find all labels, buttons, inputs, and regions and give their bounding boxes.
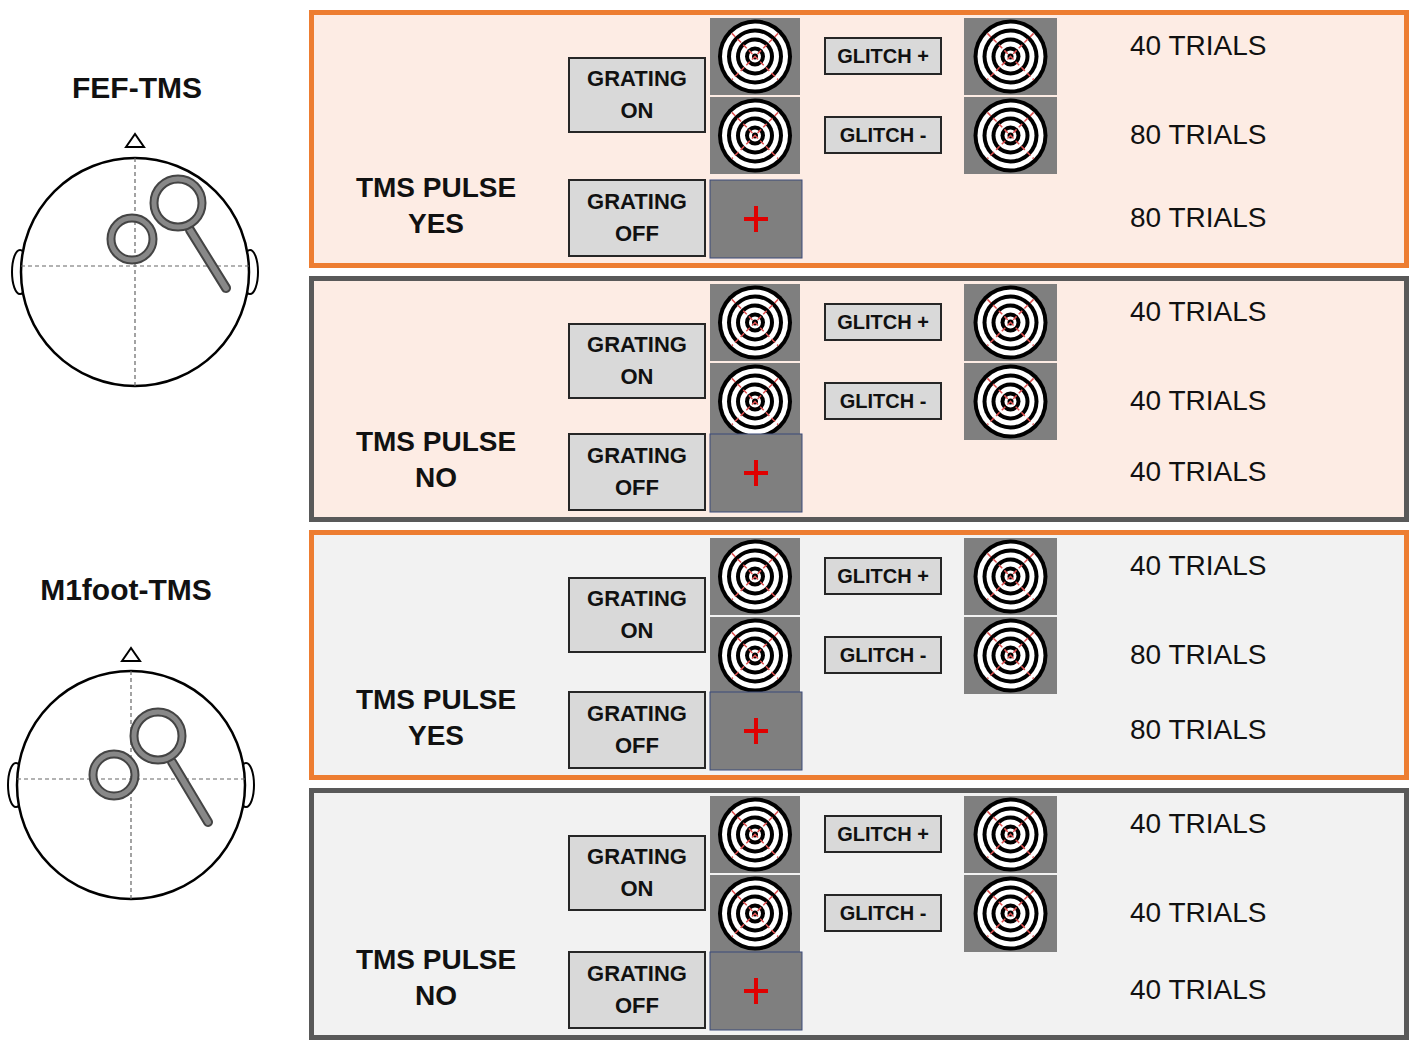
condition-panel: TMS PULSE NO 40 TRIALS 40 TRIALS 40 TRIALS G… bbox=[309, 788, 1409, 1040]
trial-count: 40 TRIALS bbox=[1130, 456, 1266, 488]
trial-count: 40 TRIALS bbox=[1130, 385, 1266, 417]
head-fef bbox=[12, 134, 258, 386]
glitch-box: GLITCH - bbox=[824, 894, 942, 932]
grating-box: GRATING OFF bbox=[568, 179, 706, 257]
glitch-box: GLITCH - bbox=[824, 382, 942, 420]
trial-count: 40 TRIALS bbox=[1130, 30, 1266, 62]
head-m1foot bbox=[8, 648, 254, 899]
box-label: GRATING ON bbox=[575, 329, 699, 393]
box-label: GRATING ON bbox=[575, 841, 699, 905]
grating-box: GRATING ON bbox=[568, 835, 706, 911]
glitch-box: GLITCH + bbox=[824, 303, 942, 341]
grating-box: GRATING OFF bbox=[568, 691, 706, 769]
box-label: GRATING OFF bbox=[575, 698, 699, 762]
head-illustrations bbox=[0, 0, 309, 1040]
trial-count: 40 TRIALS bbox=[1130, 296, 1266, 328]
trial-count: 40 TRIALS bbox=[1130, 974, 1266, 1006]
trial-count: 80 TRIALS bbox=[1130, 639, 1266, 671]
site-label: M1foot-TMS bbox=[40, 573, 212, 607]
glitch-box: GLITCH + bbox=[824, 557, 942, 595]
box-label: GLITCH + bbox=[837, 820, 929, 849]
grating-box: GRATING OFF bbox=[568, 951, 706, 1029]
tms-condition: TMS PULSE YES bbox=[341, 682, 531, 754]
box-label: GLITCH - bbox=[840, 899, 927, 928]
box-label: GRATING ON bbox=[575, 63, 699, 127]
trial-count: 80 TRIALS bbox=[1130, 119, 1266, 151]
box-label: GLITCH + bbox=[837, 42, 929, 71]
box-label: GRATING OFF bbox=[575, 958, 699, 1022]
glitch-box: GLITCH - bbox=[824, 116, 942, 154]
box-label: GLITCH - bbox=[840, 641, 927, 670]
trial-count: 40 TRIALS bbox=[1130, 550, 1266, 582]
box-label: GRATING ON bbox=[575, 583, 699, 647]
grating-box: GRATING OFF bbox=[568, 433, 706, 511]
box-label: GRATING OFF bbox=[575, 440, 699, 504]
site-label: FEF-TMS bbox=[72, 71, 202, 105]
tms-condition: TMS PULSE NO bbox=[341, 942, 531, 1014]
condition-panel: TMS PULSE YES 40 TRIALS 80 TRIALS 80 TRIALS… bbox=[309, 10, 1409, 268]
box-label: GLITCH - bbox=[840, 387, 927, 416]
trial-count: 80 TRIALS bbox=[1130, 202, 1266, 234]
trial-count: 80 TRIALS bbox=[1130, 714, 1266, 746]
glitch-box: GLITCH + bbox=[824, 815, 942, 853]
condition-panel: TMS PULSE YES 40 TRIALS 80 TRIALS 80 TRIALS… bbox=[309, 530, 1409, 780]
grating-box: GRATING ON bbox=[568, 57, 706, 133]
box-label: GRATING OFF bbox=[575, 186, 699, 250]
grating-box: GRATING ON bbox=[568, 323, 706, 399]
condition-panel: TMS PULSE NO 40 TRIALS 40 TRIALS 40 TRIALS G… bbox=[309, 276, 1409, 522]
box-label: GLITCH + bbox=[837, 308, 929, 337]
box-label: GLITCH - bbox=[840, 121, 927, 150]
box-label: GLITCH + bbox=[837, 562, 929, 591]
trial-count: 40 TRIALS bbox=[1130, 808, 1266, 840]
glitch-box: GLITCH - bbox=[824, 636, 942, 674]
tms-condition: TMS PULSE YES bbox=[341, 170, 531, 242]
tms-condition: TMS PULSE NO bbox=[341, 424, 531, 496]
trial-count: 40 TRIALS bbox=[1130, 897, 1266, 929]
glitch-box: GLITCH + bbox=[824, 37, 942, 75]
grating-box: GRATING ON bbox=[568, 577, 706, 653]
